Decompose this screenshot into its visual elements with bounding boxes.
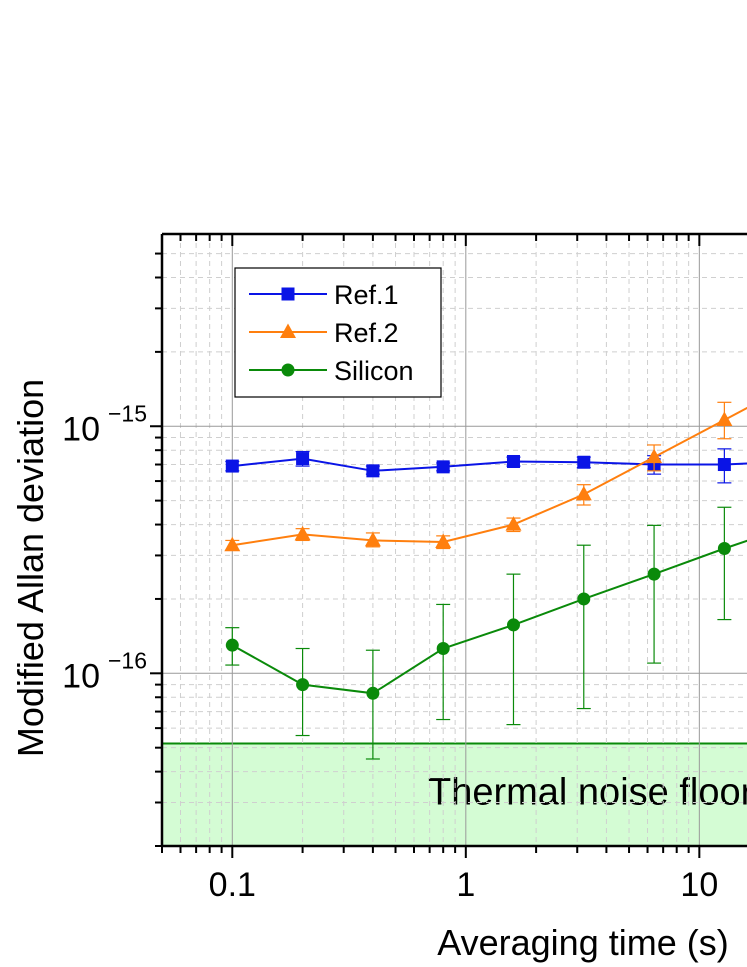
legend-label: Ref.2 (334, 318, 399, 348)
y-axis-title: Modified Allan deviation (10, 379, 51, 757)
legend-marker (280, 323, 296, 338)
x-axis-title: Averaging time (s) (437, 922, 728, 963)
y-tick-label: 10 (62, 410, 100, 448)
y-tick-label: 10 (62, 657, 100, 695)
data-point (577, 592, 591, 606)
data-point (716, 411, 733, 426)
x-tick-label: 10 (680, 866, 718, 904)
y-tick-label-exponent: −15 (108, 400, 147, 426)
data-point (506, 618, 520, 632)
data-point (505, 516, 522, 531)
x-tick-label: 0.1 (209, 866, 256, 904)
data-point (225, 459, 239, 473)
legend-item-ref-2: Ref.2 (249, 318, 399, 348)
data-point (296, 452, 310, 466)
data-point (296, 678, 310, 692)
series-ref-2 (224, 401, 747, 552)
data-point (717, 458, 731, 472)
thermal-noise-band (162, 743, 747, 846)
band-layer: Thermal noise floor (162, 742, 747, 846)
data-point (577, 455, 591, 469)
data-point (224, 536, 241, 552)
legend-label: Silicon (334, 356, 414, 386)
data-point (364, 531, 381, 547)
data-point (294, 525, 311, 541)
legend-item-ref-1: Ref.1 (249, 280, 399, 310)
data-point (366, 686, 380, 700)
legend-label: Ref.1 (334, 280, 399, 310)
data-point (435, 533, 452, 548)
data-point (436, 642, 450, 656)
data-point (506, 454, 520, 468)
data-point (575, 485, 592, 501)
legend-marker (281, 363, 295, 377)
data-point (647, 567, 661, 581)
data-point (646, 448, 663, 464)
axes-layer: 0.1 1 10 10 −15 10 −16 (62, 232, 747, 904)
data-point (225, 638, 239, 652)
data-point (366, 464, 380, 478)
thermal-noise-label: Thermal noise floor (428, 771, 747, 813)
series-silicon (225, 506, 747, 760)
legend-marker (281, 287, 295, 301)
series-ref-1 (225, 448, 747, 484)
data-point (717, 542, 731, 556)
data-point (436, 460, 450, 474)
y-tick-label-exponent: −16 (108, 647, 147, 673)
legend-item-silicon: Silicon (249, 356, 414, 386)
x-tick-label: 1 (456, 866, 475, 904)
series-layer (224, 401, 747, 760)
